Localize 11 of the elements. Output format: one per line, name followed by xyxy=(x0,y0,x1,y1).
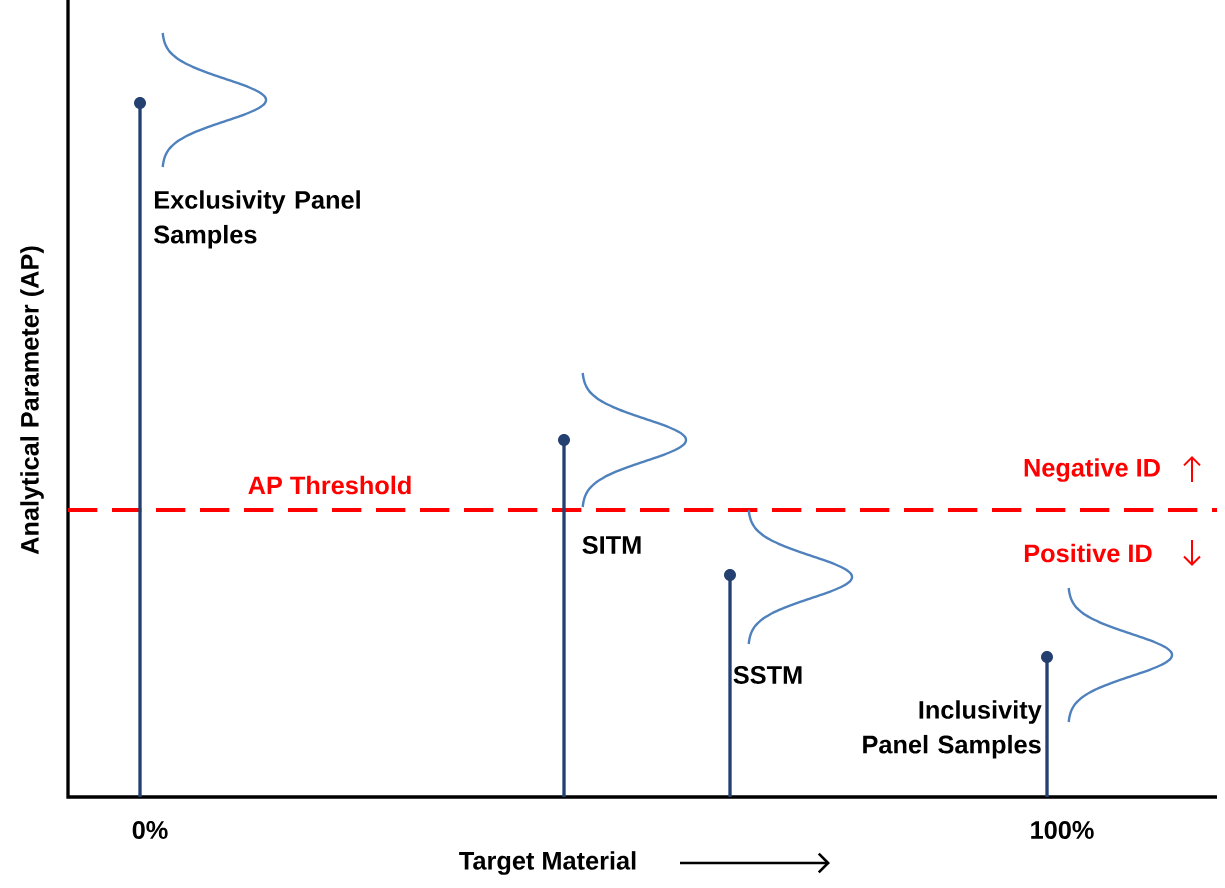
sample-label: Inclusivity Panel Samples xyxy=(863,700,1042,759)
sample-label: SSTM xyxy=(733,666,802,684)
threshold-label: AP Threshold xyxy=(248,475,411,495)
zone-label: Negative ID xyxy=(1024,458,1160,482)
sample-label: Exclusivity Panel Samples xyxy=(154,190,360,249)
axis-title: Target Material xyxy=(459,851,636,875)
sample-label: SITM xyxy=(582,536,641,554)
tick-label: 0% xyxy=(132,821,168,839)
axis-title: Analytical Parameter (AP) xyxy=(20,246,44,555)
tick-label: 100% xyxy=(1031,821,1094,839)
zone-label: Positive ID xyxy=(1024,543,1152,563)
